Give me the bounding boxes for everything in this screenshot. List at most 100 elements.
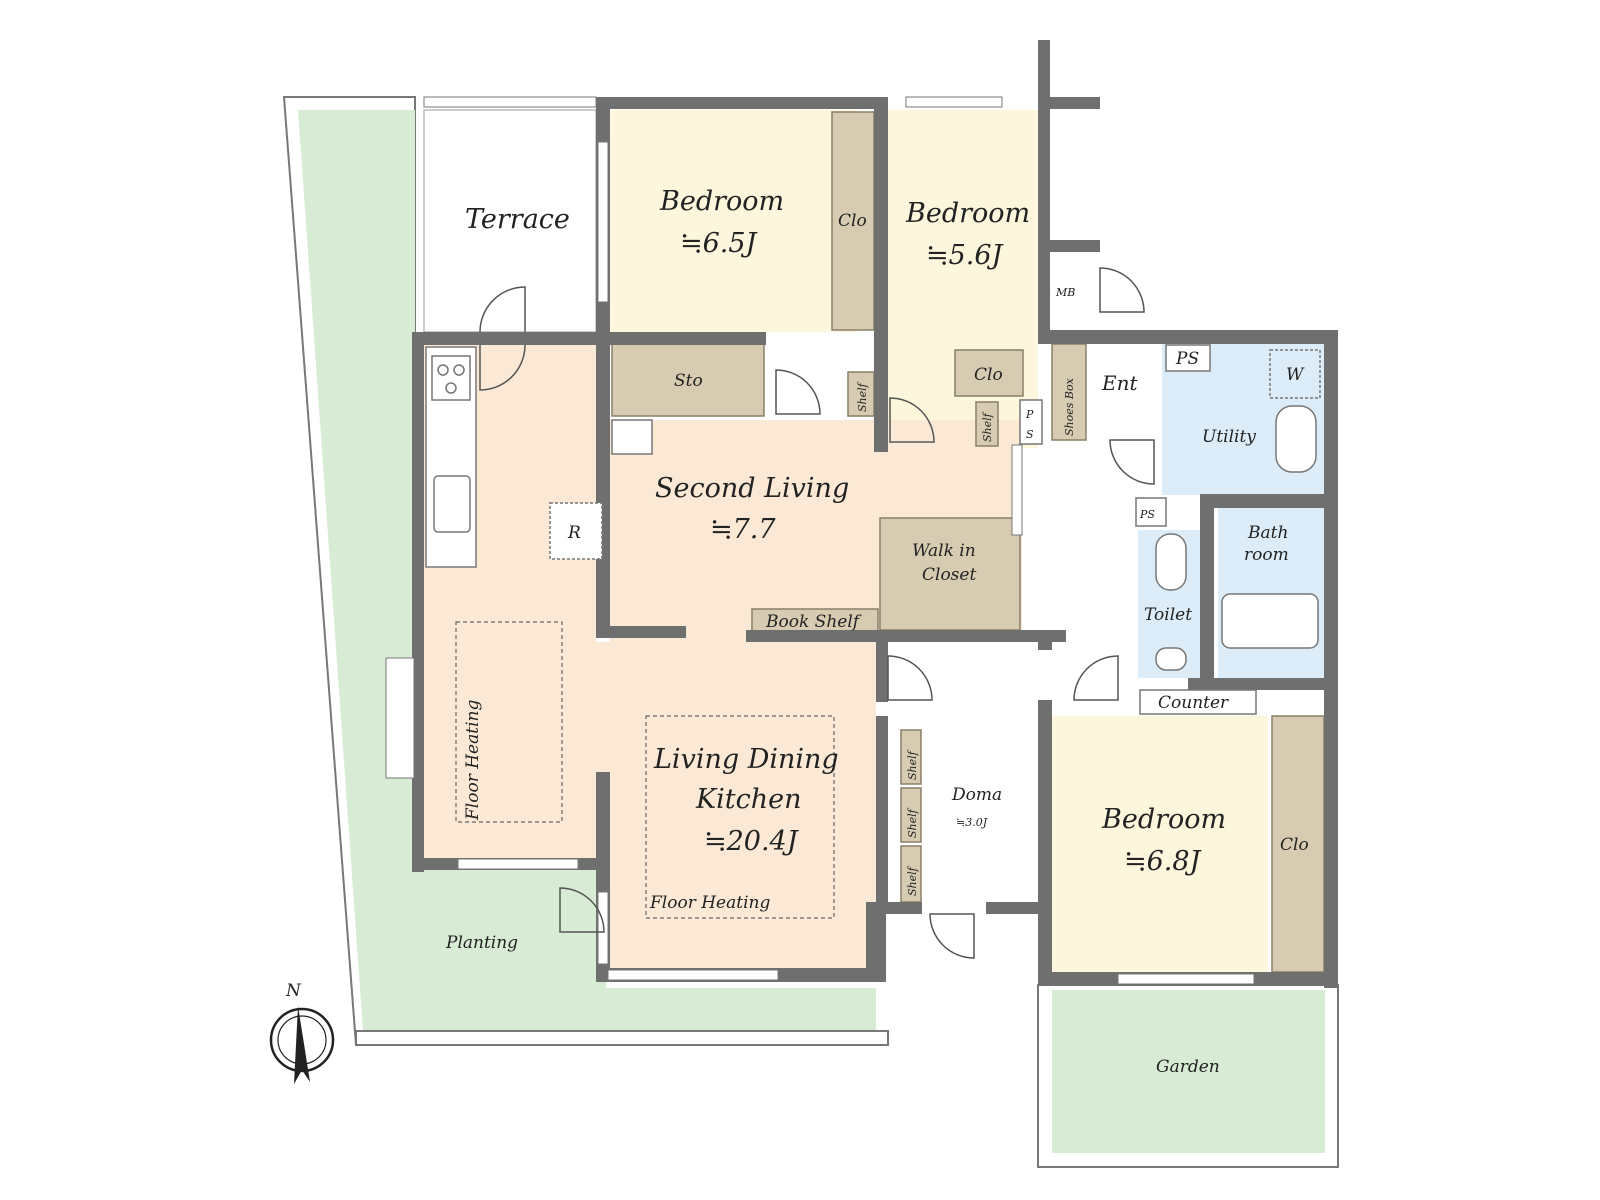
wall — [1038, 700, 1052, 985]
terrace-label: Terrace — [465, 204, 570, 235]
terrace-floor — [423, 109, 597, 333]
door-swing — [929, 913, 975, 959]
wall — [886, 902, 922, 914]
doma-floor — [922, 716, 1038, 903]
kitchen-sink-icon — [433, 475, 471, 533]
ps-vertical-s: S — [1026, 428, 1034, 441]
toilet-label: Toilet — [1144, 605, 1192, 625]
shelf-bedroom1 — [847, 371, 875, 417]
wall — [1038, 40, 1050, 340]
wall — [1324, 330, 1338, 988]
door-swing — [559, 887, 605, 933]
storage-label: Sto — [674, 371, 703, 391]
second-living-size: ≒7.7 — [710, 514, 776, 545]
doma-shelf-label-1: Shelf — [906, 749, 919, 780]
wall — [1038, 97, 1100, 109]
windows — [385, 96, 1255, 985]
ldk-label-line2: Kitchen — [695, 784, 802, 815]
bedroom1-closet — [831, 111, 875, 331]
garden-area — [1052, 990, 1325, 1153]
second-living-label: Second Living — [655, 473, 849, 504]
door-swing — [479, 286, 526, 333]
wall — [596, 626, 686, 638]
window — [597, 141, 609, 303]
wall — [876, 642, 888, 702]
walk-in-closet-label-line2: Closet — [922, 565, 976, 585]
planting-outer-line — [355, 1030, 889, 1046]
doma-shelf-label-3: Shelf — [906, 865, 919, 896]
utility-label: Utility — [1202, 427, 1256, 447]
toilet-sink-icon — [1155, 647, 1187, 671]
north-arrow-icon — [294, 1006, 310, 1084]
ldk-size: ≒20.4J — [704, 826, 800, 857]
wall — [596, 332, 610, 632]
wall — [876, 716, 888, 902]
wall — [1200, 494, 1336, 508]
wall — [1038, 240, 1100, 252]
floor-heating-label-1: Floor Heating — [463, 700, 483, 821]
ps-label: PS — [1175, 349, 1199, 369]
door-swing — [889, 397, 935, 443]
bedroom3-floor — [1052, 716, 1268, 972]
fixtures — [425, 344, 1321, 715]
ldk-label-line1: Living Dining — [653, 744, 839, 775]
bedroom1-size: ≒6.5J — [680, 228, 759, 259]
entrance-label: Ent — [1101, 371, 1138, 395]
window — [1117, 973, 1255, 985]
bedroom2-label: Bedroom — [905, 198, 1030, 229]
refrigerator-label: R — [567, 523, 581, 543]
burner-icon — [445, 382, 457, 394]
walk-in-closet-label-line1: Walk in — [912, 541, 976, 561]
door-swing — [1109, 439, 1155, 485]
floor-heating-zones — [455, 621, 835, 919]
counter-label: Counter — [1158, 693, 1229, 713]
door-swing — [887, 655, 933, 701]
bathroom-label-line2: room — [1244, 545, 1289, 565]
doma-label: Doma — [951, 785, 1002, 805]
wall — [1188, 678, 1338, 690]
bedroom1-closet-label: Clo — [838, 211, 867, 231]
labels: Terrace Bedroom ≒6.5J Bedroom ≒5.6J Seco… — [445, 186, 1309, 1077]
washer-space — [1269, 349, 1321, 399]
ps-toilet-label: PS — [1139, 508, 1155, 521]
shoes-box-label: Shoes Box — [1063, 377, 1076, 436]
wall — [1038, 330, 1338, 344]
wall — [866, 902, 886, 982]
ps-box — [1165, 344, 1211, 372]
garden-label: Garden — [1156, 1057, 1220, 1077]
shelf-label-bedroom1: Shelf — [856, 381, 869, 412]
door-swing — [479, 344, 526, 391]
shoes-box — [1051, 343, 1087, 441]
window — [1011, 444, 1023, 536]
bathtub-icon — [1221, 593, 1319, 649]
bedroom3-closet-label: Clo — [1280, 835, 1309, 855]
floor-heating-label-2: Floor Heating — [649, 893, 770, 913]
shelf-label-bedroom2: Shelf — [981, 411, 994, 442]
washer-label: W — [1286, 365, 1305, 385]
burner-icon — [437, 364, 449, 376]
door-swing — [1073, 655, 1119, 701]
window — [423, 96, 597, 108]
doma-shelf-label-2: Shelf — [906, 807, 919, 838]
bathroom-floor — [1218, 508, 1324, 678]
wall — [874, 97, 888, 452]
bedroom2-size: ≒5.6J — [926, 240, 1005, 271]
planting-label: Planting — [445, 933, 518, 953]
wall — [596, 97, 886, 109]
closets — [611, 111, 1325, 973]
ps-vertical-p: P — [1025, 408, 1034, 421]
wall — [412, 332, 424, 872]
compass: N — [269, 981, 335, 1084]
ps-box-vertical — [1019, 399, 1043, 445]
wall — [746, 630, 1066, 642]
door-swing — [775, 369, 821, 415]
window — [905, 96, 1003, 108]
wall — [412, 332, 766, 345]
fridge-unit — [611, 419, 653, 455]
bedroom2-closet-label: Clo — [974, 365, 1003, 385]
window — [385, 657, 415, 779]
mb-label: MB — [1055, 286, 1075, 299]
bedroom3-label: Bedroom — [1101, 804, 1226, 835]
toilet-icon — [1155, 533, 1187, 591]
